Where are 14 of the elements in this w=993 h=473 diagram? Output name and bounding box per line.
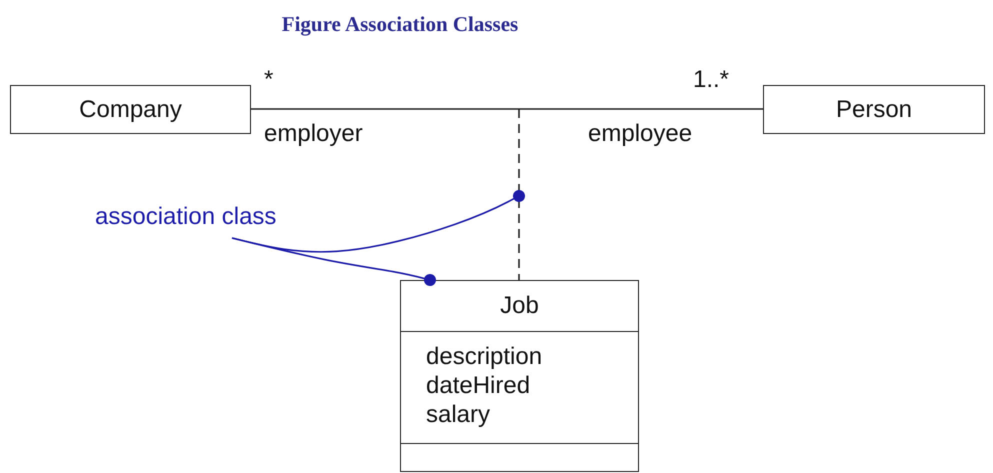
class-box: Company	[10, 85, 251, 134]
leader-line	[232, 237, 436, 286]
attribute-list: description dateHired salary	[401, 331, 638, 443]
figure-title: Figure Association Classes	[280, 12, 520, 37]
role-label: employer	[264, 120, 363, 148]
association-class-link	[518, 109, 520, 280]
multiplicity-label: *	[264, 66, 274, 94]
class-name: Job	[499, 291, 540, 321]
class-box: Person	[763, 85, 985, 134]
role-label: employee	[588, 120, 692, 148]
association-line	[251, 108, 763, 110]
class-box	[400, 280, 639, 472]
note-text: association class	[95, 203, 381, 235]
multiplicity-label: 1..*	[693, 66, 730, 94]
